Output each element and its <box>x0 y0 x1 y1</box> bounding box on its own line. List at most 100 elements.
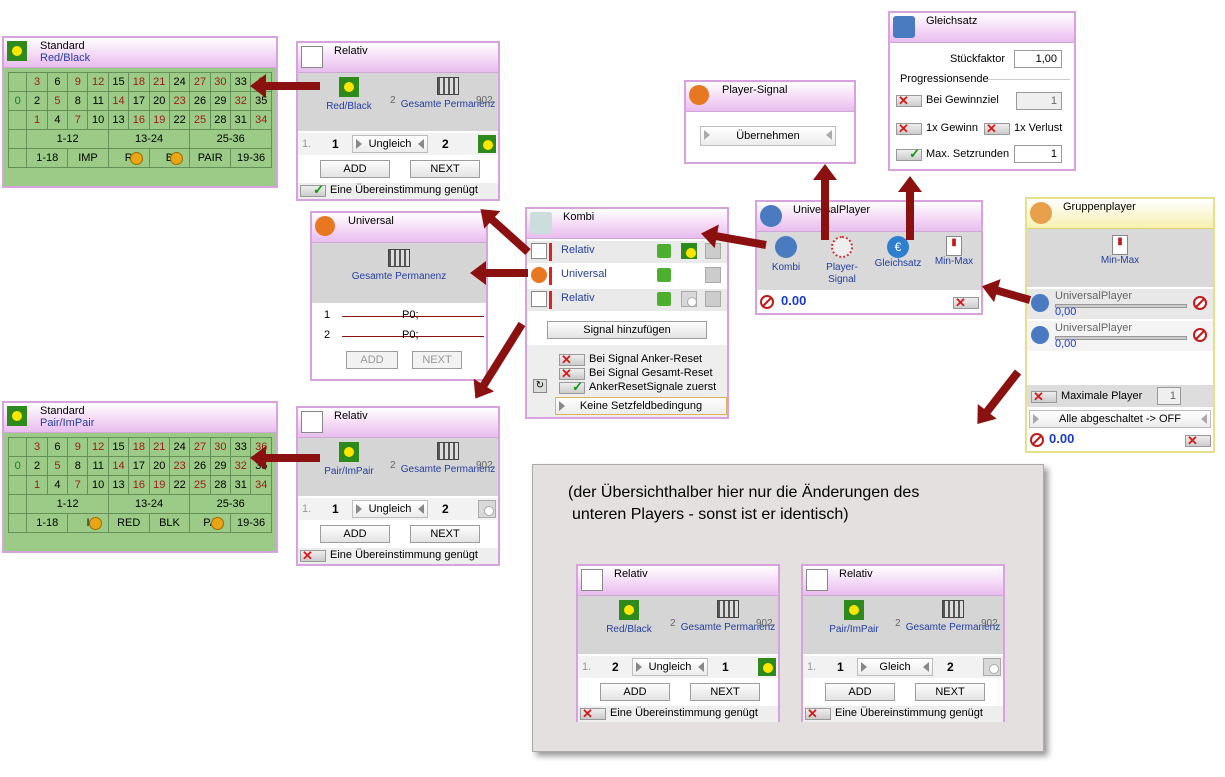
roulette-icon[interactable] <box>758 658 776 679</box>
number-cell[interactable]: 0 <box>7 91 28 111</box>
uebernehmen-button[interactable]: Übernehmen <box>700 126 836 146</box>
number-cell[interactable]: 10 <box>87 475 109 495</box>
gesamt-reset-checkbox[interactable]: ✕ <box>559 366 585 381</box>
gewinnziel-checkbox[interactable]: ✕ <box>896 93 922 108</box>
left-value[interactable]: 2 <box>612 660 619 674</box>
tab-min-max[interactable]: ▮Min-Max <box>934 236 974 267</box>
number-cell[interactable]: 3 <box>26 72 48 92</box>
add-button[interactable]: ADD <box>600 683 670 701</box>
stueckfaktor-input[interactable]: 1,00 <box>1014 50 1062 68</box>
right-value[interactable]: 1 <box>722 660 729 674</box>
kombi-signal-item[interactable]: Relativ <box>527 241 727 263</box>
add-button[interactable]: ADD <box>320 160 390 178</box>
match-checkbox[interactable]: ✓ <box>300 182 326 197</box>
number-cell[interactable]: 10 <box>87 110 109 130</box>
bet-cell[interactable]: I <box>67 513 109 533</box>
number-cell[interactable]: 17 <box>128 91 150 111</box>
max-player-input[interactable]: 1 <box>1157 387 1181 405</box>
compare-combo[interactable]: Gleich <box>857 658 933 676</box>
setzrunden-input[interactable]: 1 <box>1014 145 1062 163</box>
thumbs-up-icon[interactable] <box>657 268 671 282</box>
inactive-icon[interactable] <box>478 500 496 521</box>
number-cell[interactable]: 21 <box>148 72 170 92</box>
stop-icon[interactable] <box>760 295 774 309</box>
add-button[interactable]: ADD <box>346 351 398 369</box>
number-cell[interactable]: 23 <box>168 91 191 111</box>
number-cell[interactable]: 8 <box>67 91 89 111</box>
match-checkbox[interactable]: ✕ <box>580 706 606 721</box>
left-value[interactable]: 1 <box>332 502 339 516</box>
compare-combo[interactable]: Ungleich <box>352 500 428 518</box>
number-cell[interactable]: 21 <box>148 437 170 457</box>
bet-cell[interactable]: PAIR <box>189 148 232 168</box>
kombi-signal-item[interactable]: Universal <box>527 265 727 287</box>
dozen-cell[interactable]: 25-36 <box>189 129 272 149</box>
number-cell[interactable]: 1 <box>26 475 48 495</box>
bet-cell[interactable]: R <box>107 148 150 168</box>
number-cell[interactable]: 31 <box>230 110 252 130</box>
anker-first-checkbox[interactable]: ✓ <box>559 379 585 394</box>
group-active-checkbox[interactable]: ✕ <box>1185 433 1211 448</box>
number-cell[interactable]: 5 <box>46 456 69 476</box>
target-cell[interactable]: Gesamte Permanenz <box>400 77 496 111</box>
add-button[interactable]: ADD <box>320 525 390 543</box>
number-cell[interactable]: 31 <box>230 475 252 495</box>
number-cell[interactable]: 27 <box>189 72 211 92</box>
number-cell[interactable]: 16 <box>128 475 150 495</box>
next-button[interactable]: NEXT <box>690 683 760 701</box>
number-cell[interactable]: 25 <box>189 110 211 130</box>
next-button[interactable]: NEXT <box>410 525 480 543</box>
bet-cell[interactable]: PA <box>189 513 232 533</box>
number-cell[interactable]: 23 <box>168 456 191 476</box>
number-cell[interactable]: 24 <box>168 437 191 457</box>
number-cell[interactable]: 13 <box>107 110 130 130</box>
number-cell[interactable]: 11 <box>87 456 109 476</box>
anker-reset-checkbox[interactable]: ✕ <box>559 352 585 367</box>
number-cell[interactable]: 4 <box>46 475 69 495</box>
next-button[interactable]: NEXT <box>412 351 462 369</box>
number-cell[interactable]: 30 <box>209 72 232 92</box>
next-button[interactable]: NEXT <box>410 160 480 178</box>
bet-cell[interactable]: 19-36 <box>230 148 272 168</box>
target-cell[interactable]: Gesamte Permanenz <box>400 442 496 476</box>
target-cell[interactable]: Gesamte Permanenz <box>312 249 486 283</box>
left-value[interactable]: 1 <box>332 137 339 151</box>
number-cell[interactable] <box>7 110 28 130</box>
dozen-cell[interactable]: 13-24 <box>107 129 191 149</box>
dozen-cell[interactable]: 13-24 <box>107 494 191 514</box>
stop-icon[interactable] <box>1030 433 1044 447</box>
next-button[interactable]: NEXT <box>915 683 985 701</box>
number-cell[interactable]: 2 <box>26 91 48 111</box>
roulette-icon[interactable] <box>681 243 697 262</box>
bet-cell[interactable]: IMP <box>67 148 109 168</box>
number-cell[interactable]: 4 <box>46 110 69 130</box>
download-icon[interactable] <box>705 291 721 307</box>
number-cell[interactable]: 15 <box>107 72 130 92</box>
off-combo[interactable]: Alle abgeschaltet -> OFF <box>1029 410 1211 428</box>
right-value[interactable]: 2 <box>442 502 449 516</box>
number-cell[interactable]: 27 <box>189 437 211 457</box>
min-max-tab[interactable]: ▮Min-Max <box>1100 235 1140 266</box>
number-cell[interactable] <box>7 72 28 92</box>
roulette-icon[interactable] <box>478 135 496 156</box>
thumbs-up-icon[interactable] <box>657 244 671 258</box>
number-cell[interactable]: 22 <box>168 475 191 495</box>
number-cell[interactable]: 34 <box>250 475 272 495</box>
kombi-signal-item[interactable]: Relativ <box>527 289 727 311</box>
download-icon[interactable] <box>705 267 721 283</box>
number-cell[interactable]: 20 <box>148 456 170 476</box>
number-cell[interactable]: 34 <box>250 110 272 130</box>
number-cell[interactable]: 26 <box>189 91 211 111</box>
inactive-icon[interactable] <box>681 291 697 310</box>
number-cell[interactable]: 0 <box>7 456 28 476</box>
compare-combo[interactable]: Ungleich <box>632 658 708 676</box>
number-cell[interactable]: 32 <box>230 91 252 111</box>
number-cell[interactable]: 13 <box>107 475 130 495</box>
number-cell[interactable]: 19 <box>148 110 170 130</box>
source-cell[interactable]: Red/Black <box>580 600 678 636</box>
bet-cell[interactable]: 1-18 <box>26 148 69 168</box>
bet-cell[interactable]: B <box>148 148 191 168</box>
dozen-cell[interactable]: 25-36 <box>189 494 272 514</box>
